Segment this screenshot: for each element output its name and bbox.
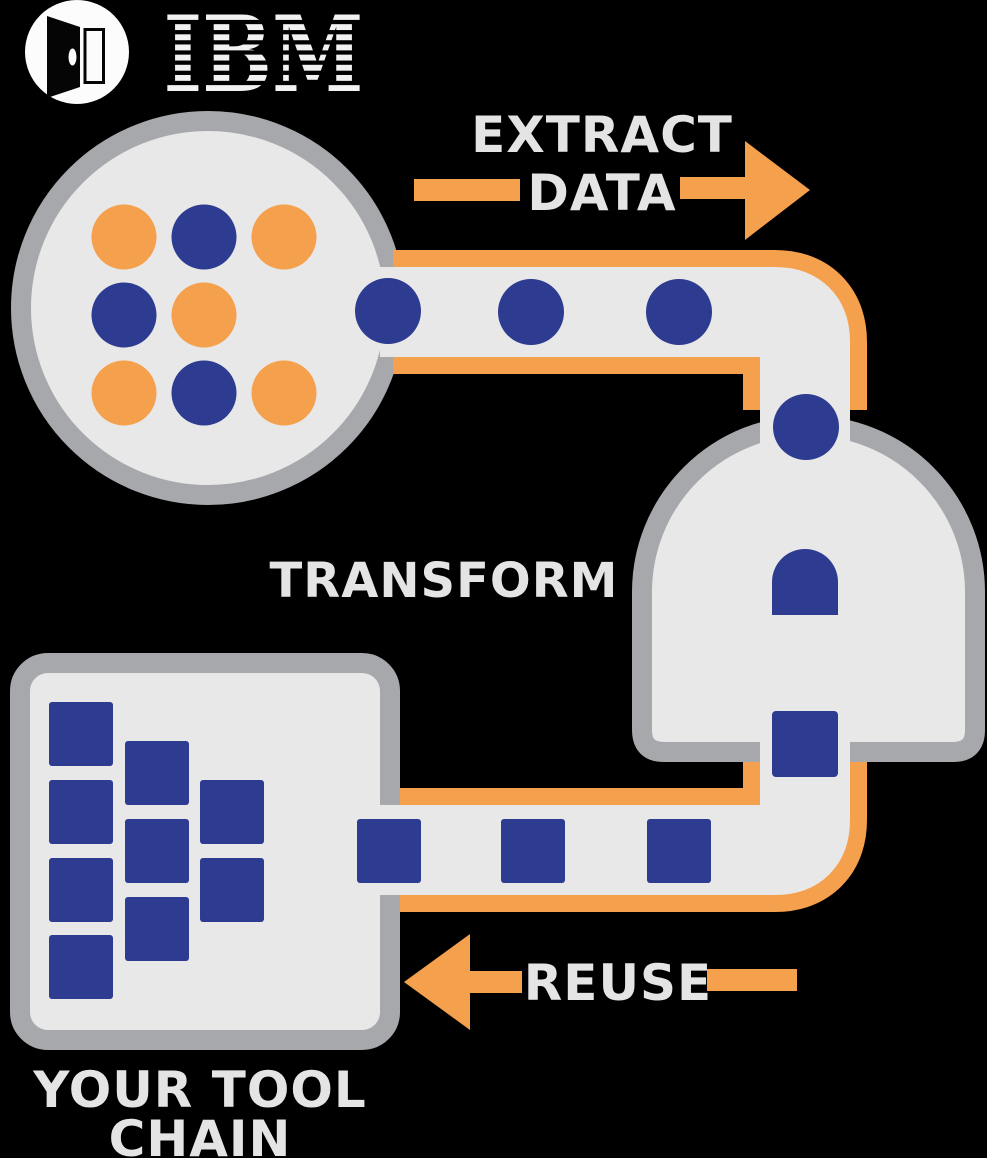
toolchain-label-line1: YOUR TOOL — [32, 1061, 366, 1119]
extract-pipe-dot — [498, 279, 564, 345]
source-dot — [171, 282, 237, 348]
source-dot — [91, 360, 157, 426]
ibm-stripe-gap — [156, 50, 372, 55]
toolchain-square — [49, 702, 113, 766]
extract-arrow-right-icon — [680, 141, 810, 240]
source-dot — [251, 204, 317, 270]
extract-pipe-channel — [380, 267, 850, 505]
source-dot — [171, 204, 237, 270]
ibm-stripe-gap — [156, 60, 372, 65]
source-dot — [171, 360, 237, 426]
toolchain-square — [125, 897, 189, 961]
source-dot-grid — [91, 204, 317, 426]
extract-pipe-dot — [355, 278, 421, 344]
door-badge — [25, 0, 129, 104]
source-dot — [91, 204, 157, 270]
reuse-pipe-squares — [357, 819, 711, 883]
extract-pipe-dot — [646, 279, 712, 345]
toolchain-square — [49, 780, 113, 844]
ibm-stripe-gap — [156, 19, 372, 25]
open-door-icon — [47, 16, 80, 98]
reuse-pipe-channel — [360, 690, 850, 895]
toolchain-label-line2: CHAIN — [109, 1110, 292, 1158]
reuse-pipe-square — [357, 819, 421, 883]
toolchain-square — [125, 819, 189, 883]
ibm-stripe-gap — [156, 70, 372, 75]
ibm-stripe-gap — [156, 30, 372, 35]
toolchain-square — [49, 858, 113, 922]
reuse-arrow-left-icon — [404, 934, 522, 1030]
reuse-dash — [707, 969, 797, 991]
extract-dash — [414, 179, 520, 201]
ibm-logo: IBM — [156, 0, 372, 116]
toolchain-square — [200, 780, 264, 844]
reuse-arrow-head — [404, 934, 470, 1030]
reuse-arrow-shaft — [460, 971, 522, 993]
door-frame-icon — [83, 28, 105, 84]
toolchain-square — [49, 935, 113, 999]
extract-label-line2: DATA — [527, 164, 676, 222]
extract-arrow-head — [745, 141, 810, 240]
transform-label: TRANSFORM — [270, 553, 619, 609]
source-dot — [91, 282, 157, 348]
reuse-label: REUSE — [524, 954, 712, 1012]
toolchain-square-grid — [49, 702, 264, 999]
ibm-stripe-gap — [156, 80, 372, 86]
extract-label-line1: EXTRACT — [471, 106, 733, 164]
door-handle — [68, 48, 77, 66]
transform-exit-square — [772, 711, 838, 777]
toolchain-square — [200, 858, 264, 922]
source-dot — [251, 360, 317, 426]
extract-pipe-dots — [355, 278, 712, 345]
reuse-pipe-square — [501, 819, 565, 883]
transform-entry-dot — [773, 394, 839, 460]
ibm-logo-text: IBM — [164, 0, 364, 116]
ibm-logo-stripes — [156, 19, 372, 86]
ibm-stripe-gap — [156, 40, 372, 45]
toolchain-square — [125, 741, 189, 805]
transform-half-shape — [772, 549, 838, 615]
reuse-pipe-square — [647, 819, 711, 883]
transform-stages — [772, 394, 839, 777]
